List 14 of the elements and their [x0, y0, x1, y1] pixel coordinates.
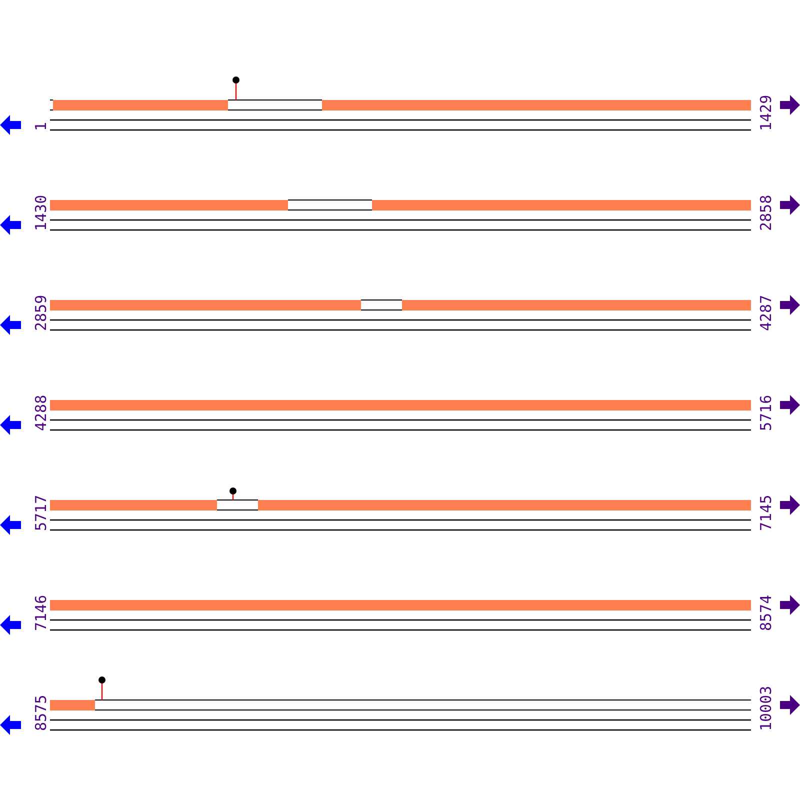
- position-number: 1429: [757, 94, 775, 131]
- position-number: 7146: [32, 594, 50, 631]
- position-number: 5716: [757, 394, 775, 431]
- position-number: 4287: [757, 294, 775, 331]
- position-number: 4288: [32, 394, 50, 431]
- position-number: 2859: [32, 294, 50, 331]
- position-number: 1: [32, 122, 50, 131]
- position-number: 5717: [32, 494, 50, 531]
- position-number: 8575: [32, 694, 50, 731]
- position-number: 1430: [32, 194, 50, 231]
- position-number: 10003: [757, 686, 775, 731]
- position-number: 7145: [757, 494, 775, 531]
- position-number: 2858: [757, 194, 775, 231]
- position-number: 8574: [757, 594, 775, 631]
